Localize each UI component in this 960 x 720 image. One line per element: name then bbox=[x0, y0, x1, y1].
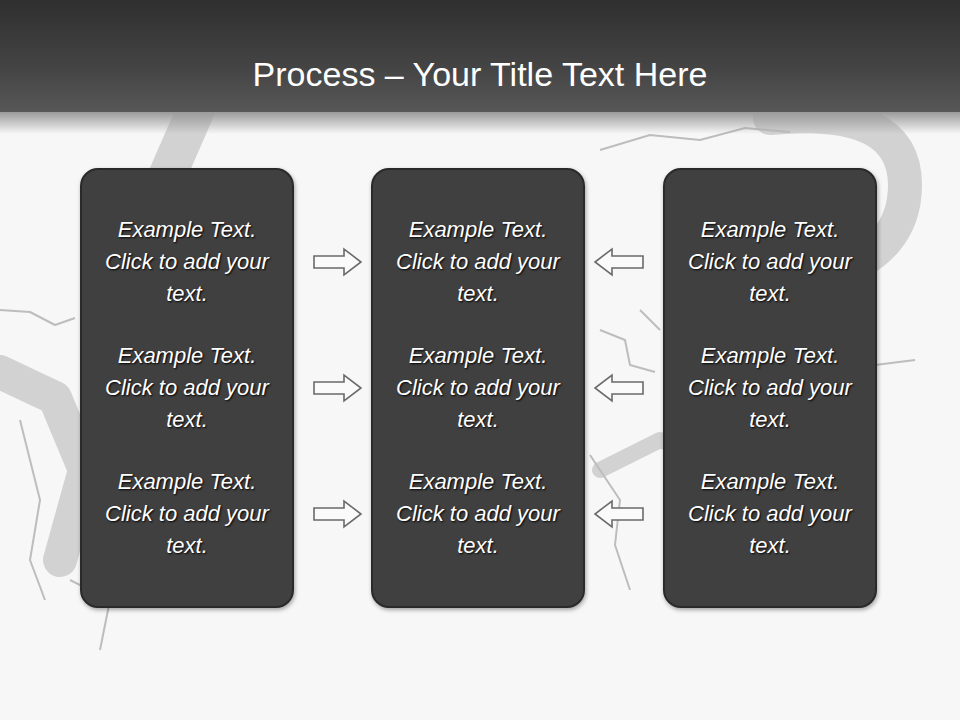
block-arrow bbox=[595, 375, 643, 401]
crack-band bbox=[0, 372, 85, 560]
block-arrow bbox=[595, 249, 643, 275]
process-box: Example Text. Click to add your text. Exa… bbox=[663, 168, 877, 608]
crack-line bbox=[600, 330, 655, 372]
box-text: Example Text. Click to add your text. bbox=[396, 340, 560, 436]
box-text: Example Text. Click to add your text. bbox=[105, 340, 269, 436]
box-text: Example Text. Click to add your text. bbox=[105, 466, 269, 562]
box-text: Example Text. Click to add your text. bbox=[105, 214, 269, 310]
crack-line bbox=[20, 420, 45, 600]
crack-line bbox=[875, 360, 915, 365]
block-arrow bbox=[314, 249, 361, 275]
box-text: Example Text. Click to add your text. bbox=[688, 214, 852, 310]
block-arrow bbox=[314, 501, 361, 527]
block-arrow bbox=[595, 501, 643, 527]
box-text: Example Text. Click to add your text. bbox=[688, 466, 852, 562]
block-arrow bbox=[314, 375, 361, 401]
process-box: Example Text. Click to add your text. Exa… bbox=[371, 168, 585, 608]
box-text: Example Text. Click to add your text. bbox=[396, 466, 560, 562]
process-box: Example Text. Click to add your text. Exa… bbox=[80, 168, 294, 608]
crack-line bbox=[640, 310, 660, 330]
title-bar-shadow bbox=[0, 112, 960, 134]
crack-line bbox=[0, 310, 75, 325]
slide-title: Process – Your Title Text Here bbox=[0, 52, 960, 96]
box-text: Example Text. Click to add your text. bbox=[396, 214, 560, 310]
box-text: Example Text. Click to add your text. bbox=[688, 340, 852, 436]
